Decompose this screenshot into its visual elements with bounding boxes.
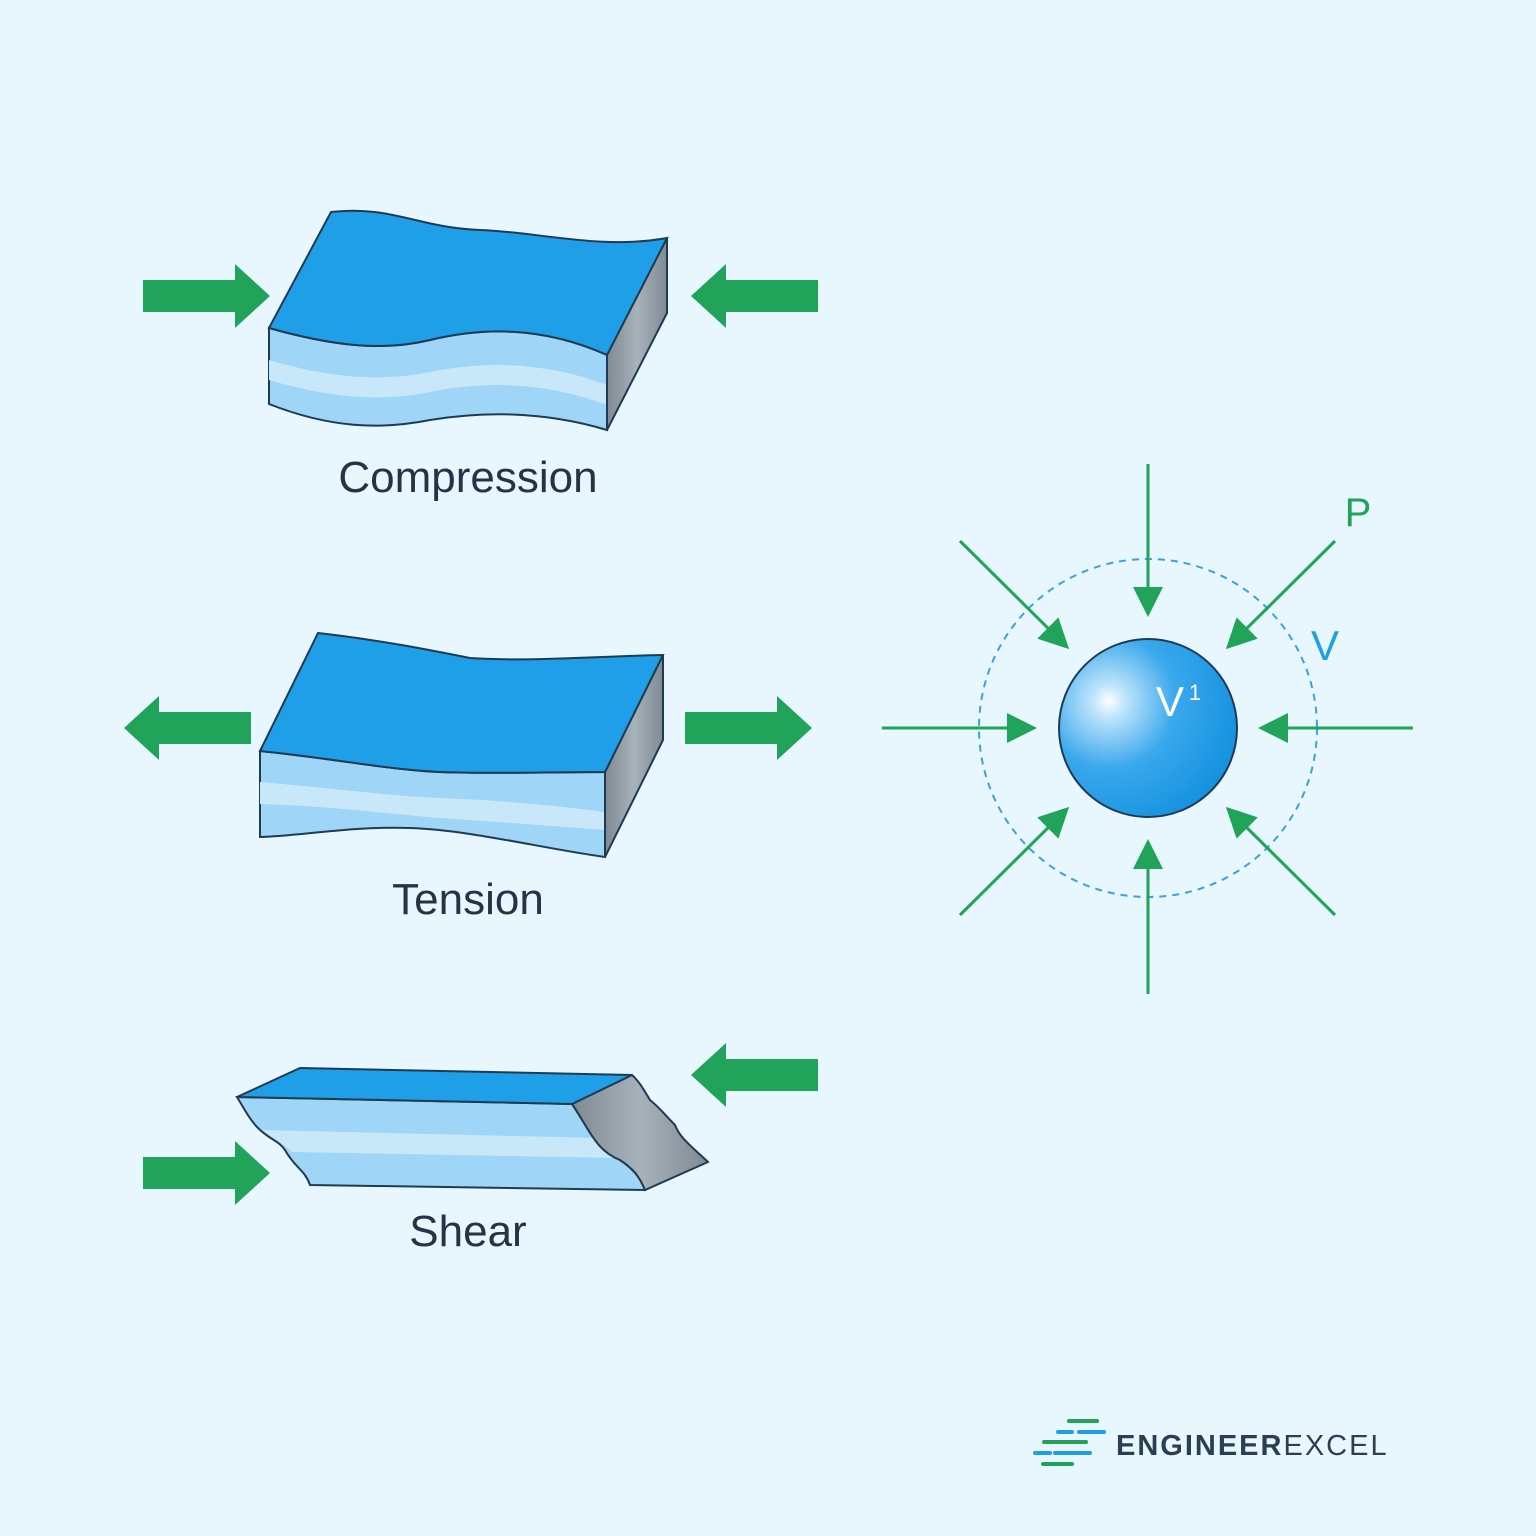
shear-figure: Shear <box>143 1043 818 1256</box>
pressure-arrow-top-left-icon <box>958 539 1070 650</box>
shear-label: Shear <box>409 1207 526 1256</box>
tension-arrow-right-icon <box>685 696 812 760</box>
compressed-sphere <box>1058 638 1238 818</box>
compression-label: Compression <box>338 453 597 502</box>
pressure-arrow-bottom-left-icon <box>958 806 1070 917</box>
pressure-arrow-bottom-right-icon <box>1225 806 1337 917</box>
brand-logo: ENGINEEREXCEL <box>1033 1419 1389 1466</box>
brand-speed-lines-icon <box>1033 1419 1106 1466</box>
shear-block-stripe <box>262 1130 618 1158</box>
pressure-symbol-label: P <box>1345 491 1372 535</box>
tension-arrow-left-icon <box>124 696 251 760</box>
shear-block-top <box>236 1066 633 1106</box>
tension-block-stripe <box>260 782 605 830</box>
compression-block-stripe <box>269 360 607 405</box>
tension-label: Tension <box>392 875 544 924</box>
compression-figure: Compression <box>143 209 818 502</box>
new-volume-label: V <box>1156 678 1184 725</box>
brand-wordmark: ENGINEEREXCEL <box>1116 1430 1389 1462</box>
shear-block-end <box>570 1073 710 1192</box>
compression-arrow-left-icon <box>143 264 270 328</box>
shear-arrow-lower-icon <box>143 1141 270 1205</box>
pressure-arrow-top-right-icon <box>1225 539 1337 650</box>
compression-block-top <box>267 209 669 357</box>
new-volume-symbol: V <box>1156 678 1184 725</box>
shear-arrow-upper-icon <box>691 1043 818 1107</box>
tension-block-top <box>258 631 665 774</box>
volume-symbol-label: V <box>1311 622 1339 669</box>
compression-arrow-right-icon <box>691 264 818 328</box>
pressure-figure: P V V 1 <box>882 464 1413 994</box>
tension-figure: Tension <box>124 631 812 924</box>
new-volume-subscript: 1 <box>1189 680 1201 705</box>
brand-text-secondary: EXCEL <box>1283 1430 1388 1462</box>
brand-text-primary: ENGINEER <box>1116 1430 1283 1462</box>
